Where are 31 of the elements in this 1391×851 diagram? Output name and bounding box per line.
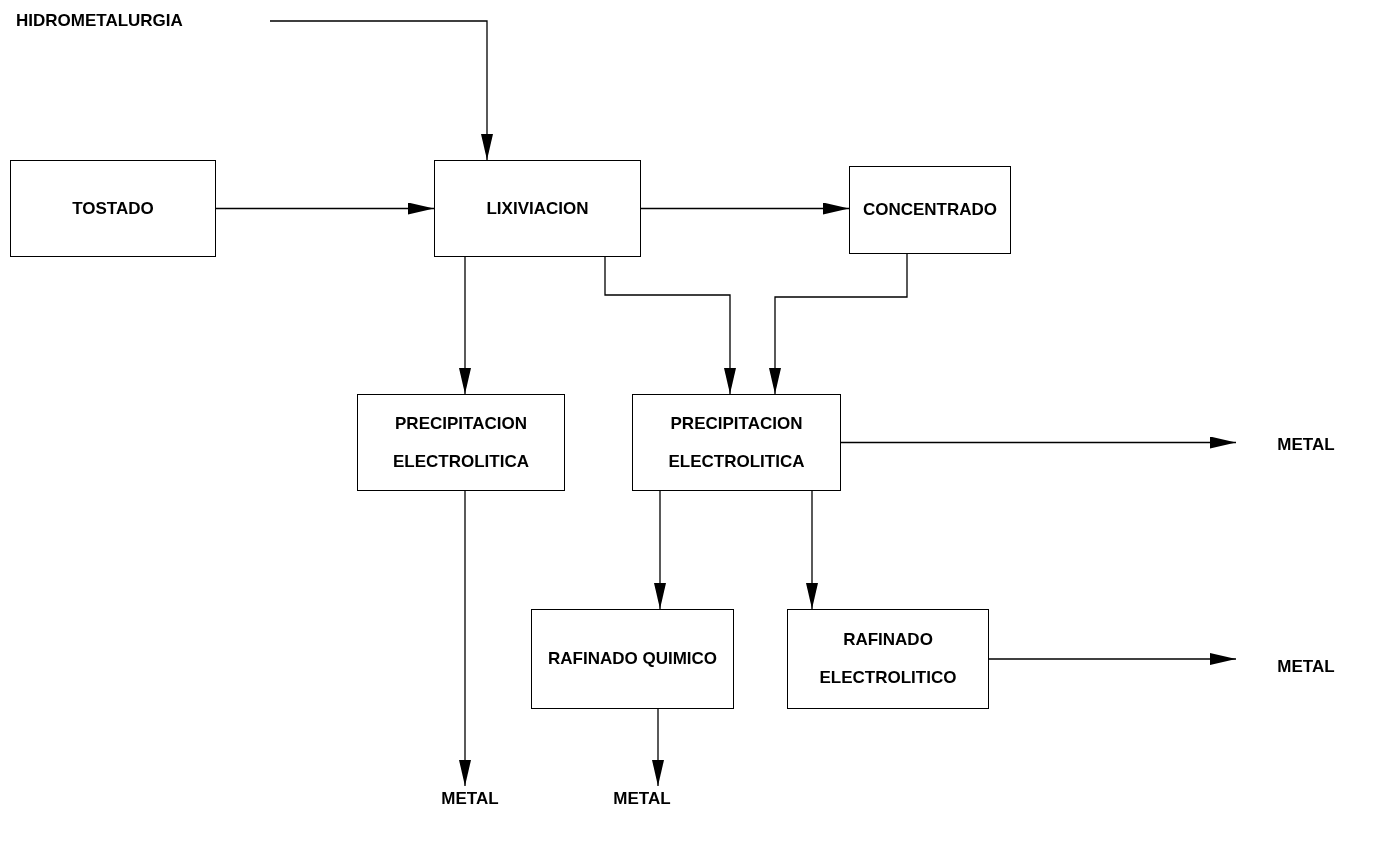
box-label: LIXIVIACION <box>486 197 589 220</box>
process-box <box>632 394 841 491</box>
arrow <box>769 253 908 395</box>
arrow <box>654 490 666 610</box>
arrow <box>652 708 664 787</box>
arrow <box>640 202 850 215</box>
process-box <box>787 609 989 709</box>
arrow <box>988 653 1237 665</box>
arrow <box>269 20 493 161</box>
process-label: METAL <box>1236 432 1376 458</box>
arrow <box>806 490 818 610</box>
process-label: METAL <box>1236 654 1376 680</box>
process-box <box>849 166 1011 254</box>
box-label: TOSTADO <box>72 197 154 220</box>
process-box <box>531 609 734 709</box>
process-label: METAL <box>582 786 702 812</box>
box-label: RAFINADO ELECTROLITICO <box>818 629 958 689</box>
arrow <box>215 202 435 215</box>
box-label: PRECIPITACION ELECTROLITICA <box>667 412 806 473</box>
process-label: HIDROMETALURGIA <box>16 8 266 34</box>
arrow <box>840 436 1237 449</box>
process-label: METAL <box>410 786 530 812</box>
process-box <box>10 160 216 257</box>
box-label: RAFINADO QUIMICO <box>547 648 717 670</box>
arrow <box>459 256 471 395</box>
arrow <box>604 256 736 395</box>
process-box <box>434 160 641 257</box>
arrow <box>459 490 471 787</box>
box-label: CONCENTRADO <box>862 199 998 221</box>
box-label: PRECIPITACION ELECTROLITICA <box>392 412 530 473</box>
process-box <box>357 394 565 491</box>
